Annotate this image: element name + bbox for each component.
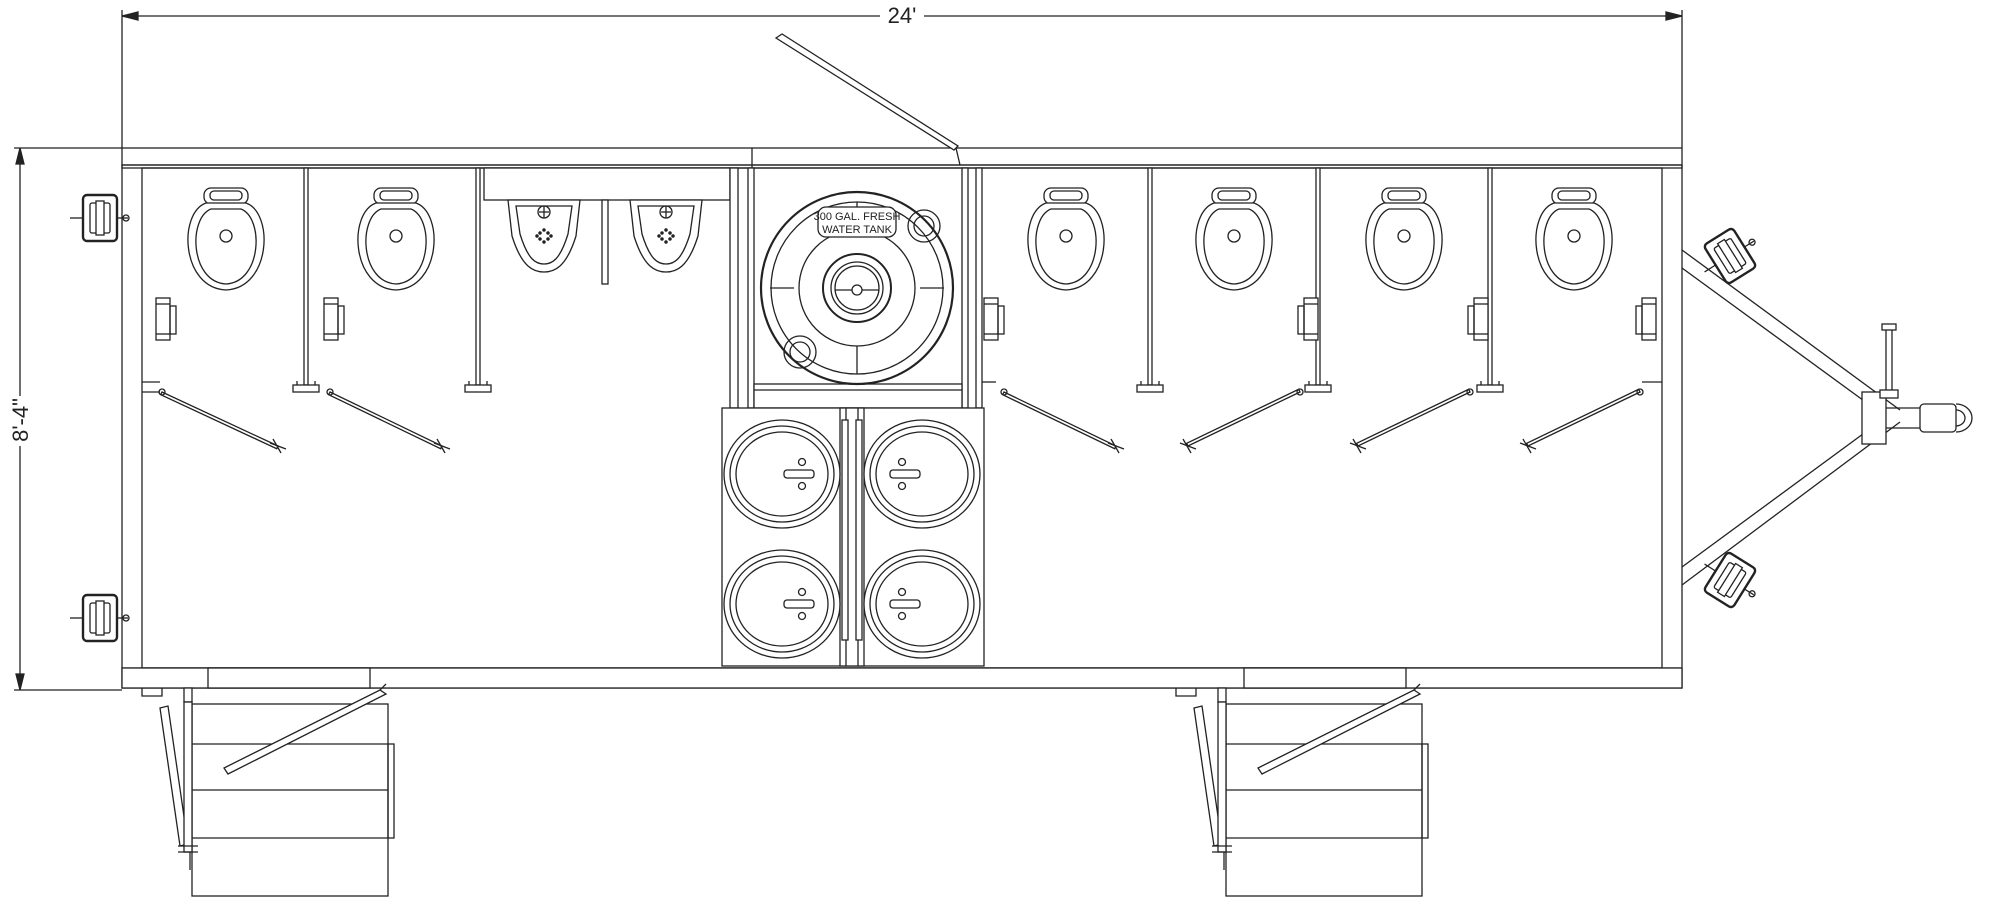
stall-partition (1304, 167, 1332, 393)
tank-room-wall-left (729, 167, 739, 409)
tank-platform (753, 383, 963, 409)
toilet (1535, 187, 1613, 291)
toilet-paper-holder (1635, 297, 1657, 341)
tank-room-wall-right-outer (975, 167, 983, 409)
urinal (507, 199, 581, 273)
stall-door (326, 388, 451, 454)
toilet (1195, 187, 1273, 291)
toilet (1365, 187, 1443, 291)
leveling-jack-front-top (1703, 227, 1757, 285)
stall-partition (1136, 167, 1164, 393)
tank-label-line2: WATER TANK (822, 224, 893, 236)
toilet-paper-holder (1297, 297, 1319, 341)
stall-door (1519, 388, 1644, 454)
trailer-body (121, 164, 1683, 689)
toilet (187, 187, 265, 291)
hand-sink (863, 549, 981, 659)
hand-sink (723, 549, 841, 659)
trailer-tongue (1681, 249, 1973, 586)
toilet (357, 187, 435, 291)
hand-sink (723, 419, 841, 529)
stall-partition (292, 167, 320, 393)
hand-sink (863, 419, 981, 529)
toilet-paper-holder (155, 297, 177, 341)
stall-door (1349, 388, 1474, 454)
stall-door (1000, 388, 1125, 454)
toilet-paper-holder (323, 297, 345, 341)
leveling-jack-front-bottom (1703, 551, 1757, 609)
leveling-jack-rear-bottom (70, 593, 130, 643)
water-tank-label: 300 GAL. FRESH WATER TANK (814, 206, 901, 238)
fresh-water-tank (759, 190, 955, 386)
stall-partition (1476, 167, 1504, 393)
stall-door (1179, 388, 1304, 454)
tank-room-wall-right (961, 167, 969, 409)
toilet-paper-holder (1467, 297, 1489, 341)
width-dimension: 8'-4" (8, 147, 122, 691)
urinal-divider (601, 199, 609, 285)
tank-room-wall-left-inner (747, 167, 755, 409)
width-dimension-label: 8'-4" (8, 398, 33, 442)
toilet (1027, 187, 1105, 291)
toilet-paper-holder (983, 297, 1005, 341)
length-dimension-label: 24' (888, 3, 917, 28)
entry-steps-rear (141, 683, 395, 897)
tank-label-line1: 300 GAL. FRESH (814, 211, 901, 223)
entry-steps-front (1175, 683, 1429, 897)
stall-partition (464, 167, 492, 393)
urinal (629, 199, 703, 273)
leveling-jack-rear-top (70, 193, 130, 243)
stall-door (158, 388, 287, 454)
length-dimension: 24' (121, 2, 1683, 148)
roof-vent-hatch (774, 33, 961, 166)
urinal-room-wall-panel (483, 167, 731, 201)
